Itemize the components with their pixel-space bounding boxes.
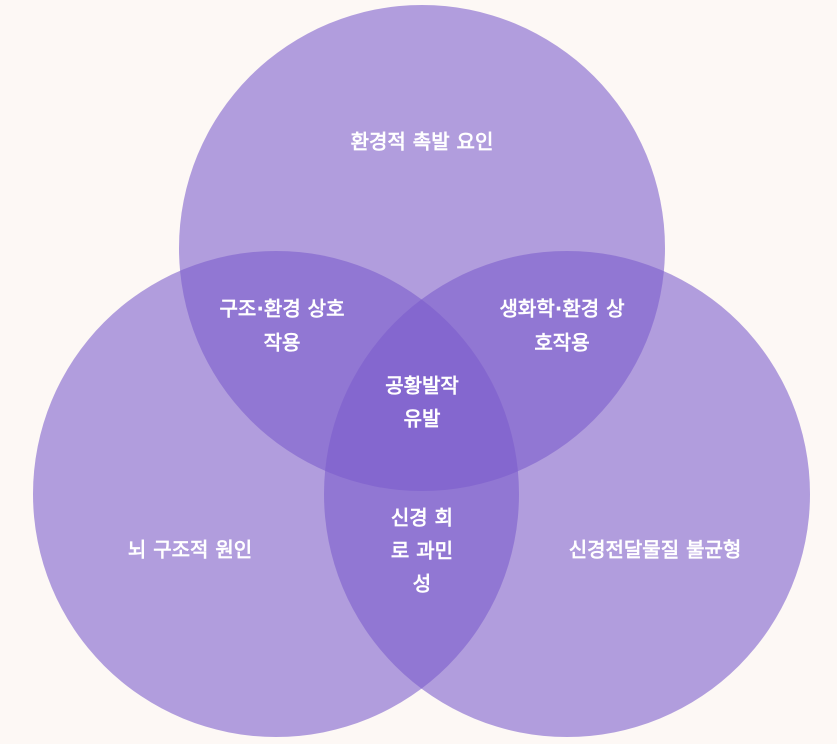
label-neural-circuit-hypersensitivity-line1: 신경 회 [391, 506, 453, 530]
label-biochemical-environment-interaction-line2: 호작용 [534, 331, 589, 355]
label-neural-circuit-hypersensitivity-line3: 성 [413, 572, 431, 596]
label-biochemical-environment-interaction-line1: 생화학·환경 상 [500, 297, 626, 321]
label-structure-environment-interaction-line2: 작용 [264, 331, 301, 355]
label-panic-attack-trigger-line1: 공황발작 [385, 374, 459, 398]
circle-neurotransmitter-imbalance [324, 251, 810, 737]
label-environmental-triggers: 환경적 촉발 요인 [351, 130, 494, 154]
label-neurotransmitter-imbalance: 신경전달물질 불균형 [569, 538, 742, 562]
label-structure-environment-interaction-line1: 구조·환경 상호 [220, 297, 345, 321]
label-neural-circuit-hypersensitivity-line2: 로 과민 [391, 539, 453, 563]
label-brain-structural-causes: 뇌 구조적 원인 [128, 538, 252, 562]
label-panic-attack-trigger-line2: 유발 [404, 407, 441, 431]
